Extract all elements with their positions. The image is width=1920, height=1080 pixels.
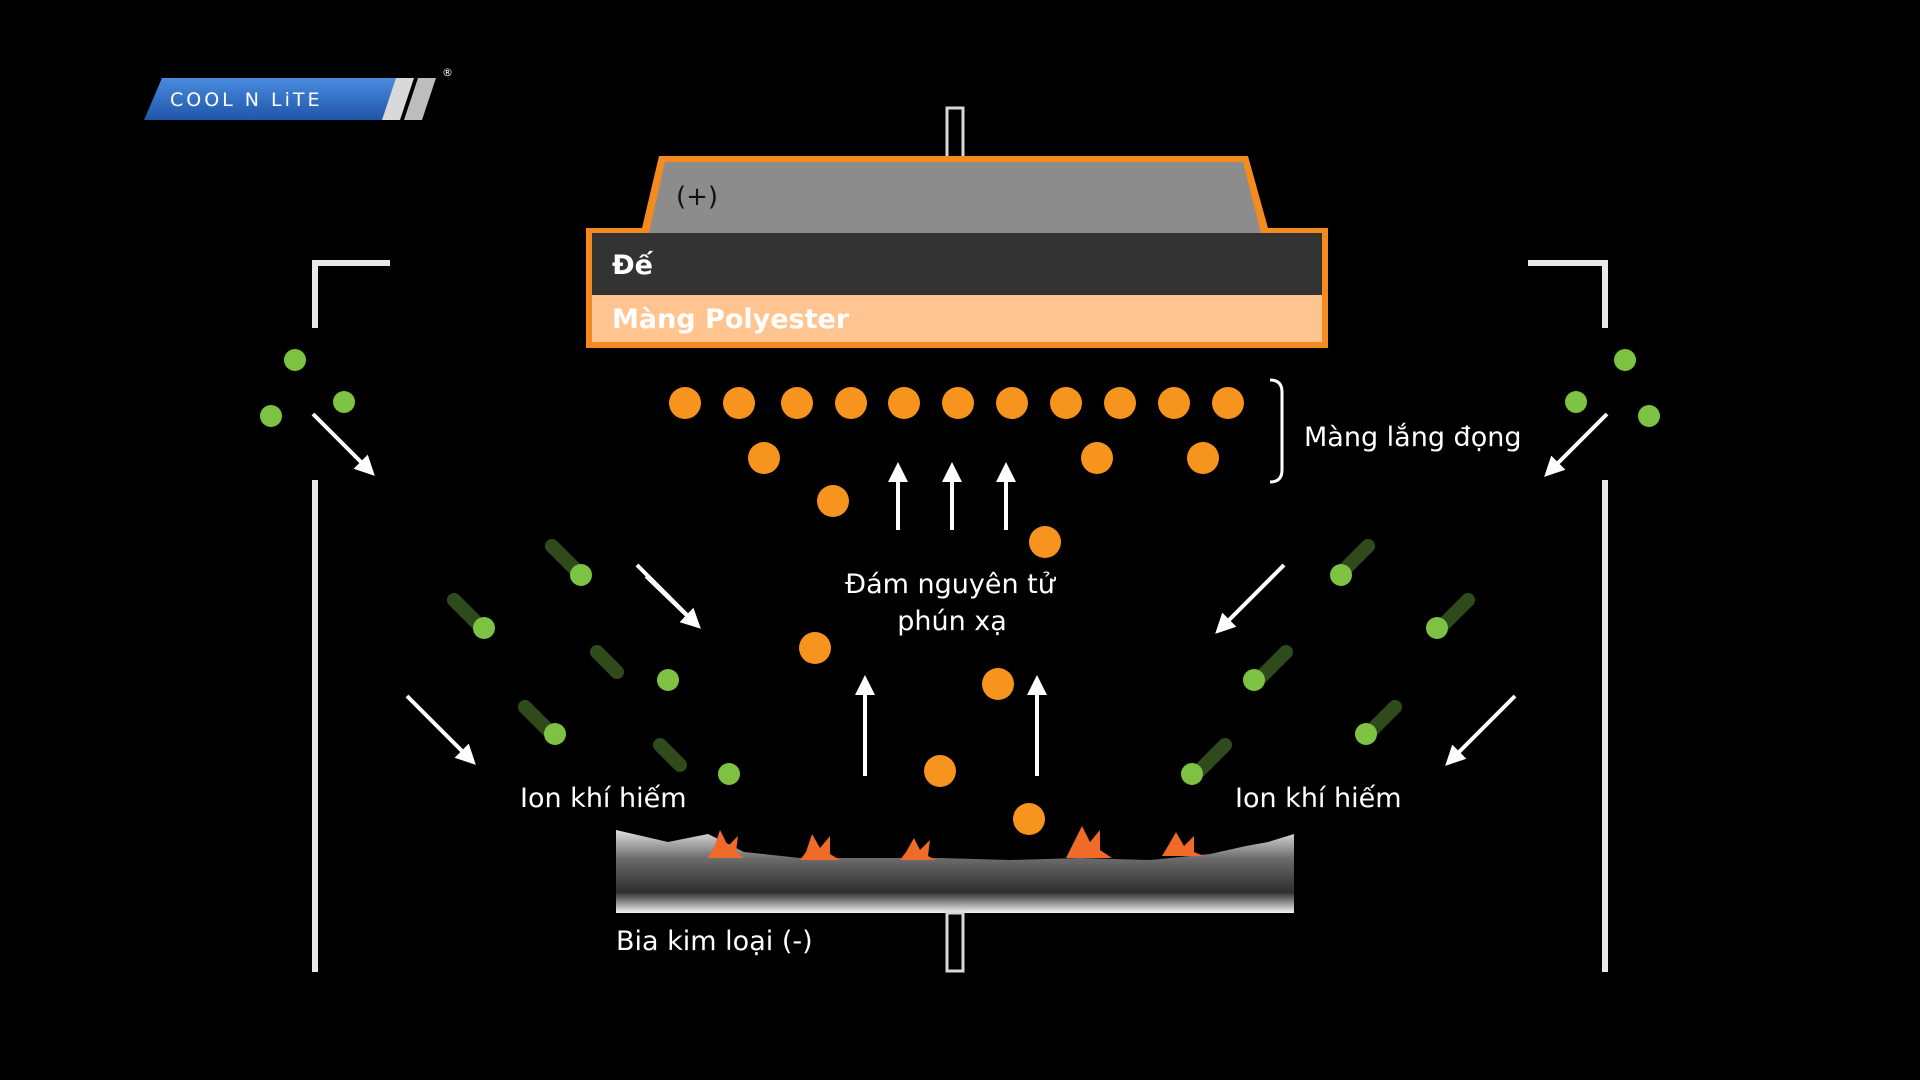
- logo-banner: [144, 78, 396, 120]
- gas-ion: [473, 617, 495, 639]
- logo-stripe-1: [382, 78, 414, 120]
- deposited-atom: [1104, 387, 1136, 419]
- substrate-label: Đế: [612, 250, 654, 281]
- gas-ion: [1614, 349, 1636, 371]
- gas-ion: [1565, 391, 1587, 413]
- deposited-atom: [1050, 387, 1082, 419]
- arrow-icon: [1445, 694, 1517, 766]
- logo-stripe-2: [404, 78, 436, 120]
- sputtered-atom: [1081, 442, 1113, 474]
- gas-ion: [1330, 564, 1352, 586]
- deposited-atoms: [669, 387, 1244, 419]
- gas-ion: [1426, 617, 1448, 639]
- sputtered-atoms-label-line1: Đám nguyên tử: [845, 569, 1057, 600]
- impact-sparks: [708, 826, 1204, 860]
- ion-label-right: Ion khí hiếm: [1235, 783, 1402, 814]
- sputtered-atom: [1029, 526, 1061, 558]
- metal-target: [616, 826, 1294, 913]
- gas-ion: [570, 564, 592, 586]
- sputtered-atom: [748, 442, 780, 474]
- diagonal-arrows: [311, 412, 1609, 766]
- sputtered-atom: [924, 755, 956, 787]
- gas-ion: [1355, 723, 1377, 745]
- logo-text: COOL N LiTE: [170, 89, 323, 111]
- arrow-icon: [311, 412, 375, 476]
- arrow-icon: [1215, 563, 1286, 634]
- wall-right-top: [1528, 260, 1608, 328]
- upward-arrows: [855, 462, 1047, 776]
- target-block: [616, 830, 1294, 913]
- deposited-atom: [942, 387, 974, 419]
- deposited-atom: [1158, 387, 1190, 419]
- gas-ion: [718, 763, 740, 785]
- substrate-holder: (+) Đế Màng Polyester: [586, 156, 1328, 348]
- deposited-atom: [996, 387, 1028, 419]
- ion-trail: [653, 738, 687, 772]
- spark-icon: [708, 830, 744, 858]
- sputtered-atom: [817, 485, 849, 517]
- ion-label-left: Ion khí hiếm: [520, 783, 687, 814]
- gas-ion: [657, 669, 679, 691]
- spark-icon: [800, 834, 840, 860]
- ion-trail: [1254, 645, 1293, 684]
- target-label: Bia kim loại (-): [616, 926, 813, 957]
- deposited-atom: [1212, 387, 1244, 419]
- deposited-atom: [888, 387, 920, 419]
- deposited-layer-label: Màng lắng đọng: [1304, 422, 1521, 453]
- polyester-film-layer: [592, 295, 1322, 342]
- arrow-icon: [405, 694, 476, 765]
- gas-ion: [333, 391, 355, 413]
- gas-ion: [1181, 763, 1203, 785]
- deposited-atom: [723, 387, 755, 419]
- deposited-atom: [669, 387, 701, 419]
- cathode-rod: [945, 911, 965, 973]
- arrow-shaft: [635, 563, 700, 628]
- spark-icon: [1066, 826, 1112, 858]
- gas-ion: [1638, 405, 1660, 427]
- anode-block: [649, 162, 1261, 233]
- deposited-layer-bracket: [1269, 378, 1284, 484]
- sputtered-atoms: [748, 442, 1219, 835]
- brand-logo: COOL N LiTE ®: [144, 66, 453, 120]
- chamber-walls: [312, 260, 1608, 972]
- spark-icon: [1162, 832, 1204, 856]
- sputtered-atom: [799, 632, 831, 664]
- ion-trail: [447, 593, 486, 632]
- anode-label: (+): [676, 182, 718, 212]
- deposited-atom: [781, 387, 813, 419]
- gas-ion: [260, 405, 282, 427]
- arrow-icon: [1544, 412, 1609, 477]
- sputtered-atom: [982, 668, 1014, 700]
- film-label: Màng Polyester: [612, 304, 850, 335]
- gas-ions: [260, 349, 1660, 785]
- sputtered-atom: [1187, 442, 1219, 474]
- sputtered-atom: [1013, 803, 1045, 835]
- sputtered-atoms-label-line2: phún xạ: [897, 606, 1007, 637]
- gas-ion: [544, 723, 566, 745]
- anode-rod: [945, 106, 965, 166]
- ion-trail: [590, 645, 624, 679]
- gas-ion: [284, 349, 306, 371]
- gas-ion: [1243, 669, 1265, 691]
- spark-icon: [900, 838, 936, 860]
- ion-trail: [1436, 593, 1475, 632]
- wall-left-top: [312, 260, 390, 328]
- ion-trail: [1193, 738, 1232, 777]
- ion-trail: [518, 700, 557, 739]
- ion-trail: [545, 539, 584, 578]
- registered-mark: ®: [442, 66, 453, 79]
- substrate-layer: [592, 233, 1322, 295]
- deposited-atom: [835, 387, 867, 419]
